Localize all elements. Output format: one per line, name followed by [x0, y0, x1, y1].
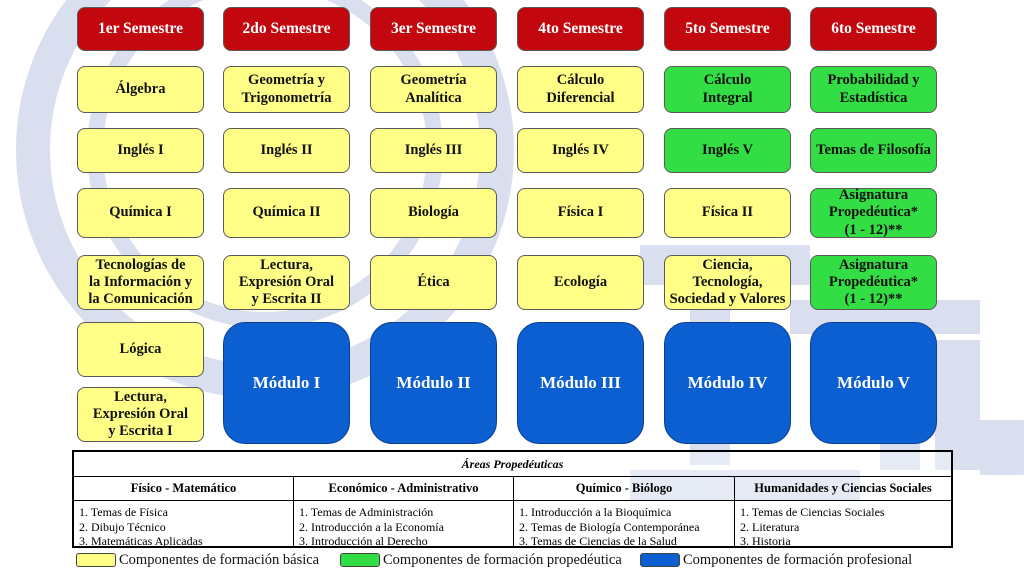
area-column-quimico-biologo: Químico - Biólogo 1. Introducción a la Bi…: [513, 476, 734, 548]
area-column-header: Humanidades y Ciencias Sociales: [735, 476, 951, 501]
course-box-logica: Lógica: [77, 322, 204, 377]
module-box-modulo-iii: Módulo III: [517, 322, 644, 444]
module-box-modulo-iv: Módulo IV: [664, 322, 791, 444]
semester-header: 6to Semestre: [810, 7, 937, 51]
legend-item-componentes-de-formacion-propedeutica: Componentes de formación propedéutica: [340, 551, 622, 569]
area-column-header: Químico - Biólogo: [514, 476, 734, 501]
area-item: 2. Literatura: [740, 519, 800, 534]
course-box-ingles-i: Inglés I: [77, 128, 204, 173]
area-item: 1. Temas de Física: [79, 505, 168, 519]
area-item: 3. Matemáticas Aplicadas: [79, 534, 203, 548]
course-box-algebra: Álgebra: [77, 66, 204, 113]
module-box-modulo-i: Módulo I: [223, 322, 350, 444]
semester-header: 3er Semestre: [370, 7, 497, 51]
course-box-fisica-ii: Física II: [664, 188, 791, 238]
course-box-etica: Ética: [370, 255, 497, 310]
area-item: 3. Historia: [740, 534, 791, 548]
area-item: 3. Temas de Ciencias de la Salud: [519, 534, 677, 548]
legend-label: Componentes de formación básica: [119, 551, 320, 568]
area-column-header: Físico - Matemático: [74, 476, 293, 501]
course-box-quimica-ii: Química II: [223, 188, 350, 238]
area-item: 2. Introducción a la Economía: [299, 519, 444, 534]
legend-swatch: [340, 553, 380, 567]
course-box-ecologia: Ecología: [517, 255, 644, 310]
areas-table-title: Áreas Propedéuticas: [74, 452, 951, 477]
area-item: 2. Dibujo Técnico: [79, 519, 166, 534]
propaedeutic-areas-table: Áreas Propedéuticas Físico - Matemático 1…: [72, 450, 953, 548]
module-box-modulo-ii: Módulo II: [370, 322, 497, 444]
semester-header: 5to Semestre: [664, 7, 791, 51]
course-box-fisica-i: Física I: [517, 188, 644, 238]
area-column-header: Económico - Administrativo: [294, 476, 513, 501]
course-box-ingles-iii: Inglés III: [370, 128, 497, 173]
course-box-temas-de-filosofia: Temas de Filosofía: [810, 128, 937, 173]
area-item: 2. Temas de Biología Contemporánea: [519, 519, 700, 534]
legend-label: Componentes de formación profesional: [683, 551, 913, 568]
module-box-modulo-v: Módulo V: [810, 322, 937, 444]
area-item: 1. Temas de Administración: [299, 505, 434, 519]
course-box-quimica-i: Química I: [77, 188, 204, 238]
semester-header: 2do Semestre: [223, 7, 350, 51]
legend-swatch: [76, 553, 116, 567]
course-box-biologia: Biología: [370, 188, 497, 238]
course-box-ingles-v: Inglés V: [664, 128, 791, 173]
legend-item-componentes-de-formacion-basica: Componentes de formación básica: [76, 551, 319, 569]
course-box-ingles-iv: Inglés IV: [517, 128, 644, 173]
course-box-ciencia-tecnologia-sociedad-y-valores: Ciencia,Tecnología,Sociedad y Valores: [664, 255, 791, 310]
semester-header: 4to Semestre: [517, 7, 644, 51]
area-item: 3. Introducción al Derecho: [299, 534, 428, 548]
legend-item-componentes-de-formacion-profesional: Componentes de formación profesional: [640, 551, 912, 569]
course-box-ingles-ii: Inglés II: [223, 128, 350, 173]
legend-label: Componentes de formación propedéutica: [383, 551, 622, 568]
semester-header: 1er Semestre: [77, 7, 204, 51]
area-item: 1. Temas de Ciencias Sociales: [740, 505, 885, 519]
area-item: 1. Introducción a la Bioquímica: [519, 505, 672, 519]
legend-swatch: [640, 553, 680, 567]
area-column-humanidades-y-ciencias-sociales: Humanidades y Ciencias Sociales 1. Temas …: [734, 476, 951, 548]
area-column-economico-administrativo: Económico - Administrativo 1. Temas de Ad…: [293, 476, 513, 548]
